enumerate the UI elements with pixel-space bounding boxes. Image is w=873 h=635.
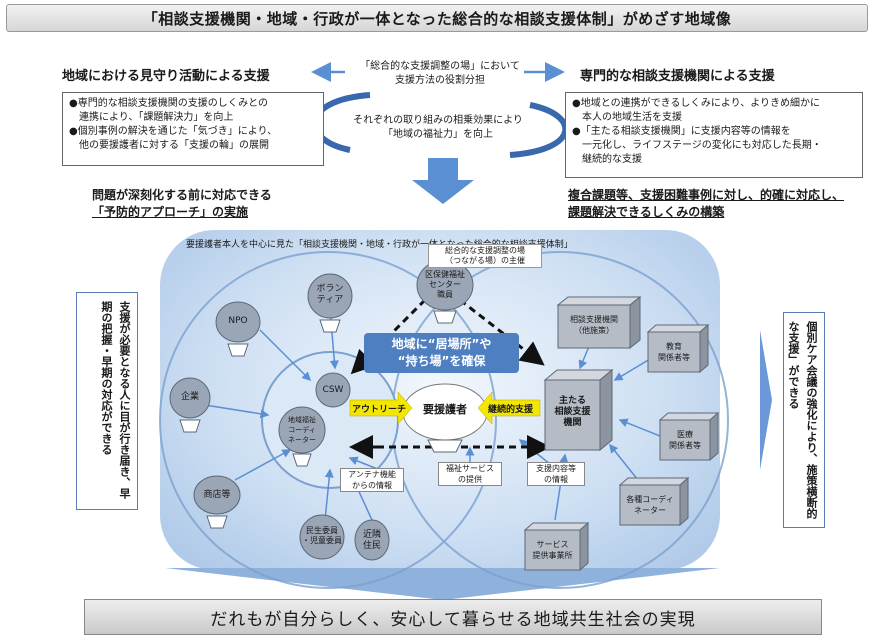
person-icon-coordinator: [278, 406, 326, 454]
node-neighbor: 近隣住民: [362, 530, 381, 551]
right-side-note: 個別ケア会議の強化により、施策横断的な支援」ができる: [783, 312, 825, 528]
service-provider-box: [524, 529, 581, 571]
down-arrow: [412, 158, 474, 204]
node-csw: CSW: [322, 385, 344, 395]
person-icon-csw: [315, 372, 351, 408]
medical-box: [659, 419, 711, 461]
left-side-note: 支援が必要となる人に目が行き届き、早期の把握・早期の対応ができる: [76, 292, 138, 510]
footer-banner: だれもが自分らしく、安心して暮らせる地域共生社会の実現: [84, 599, 822, 635]
node-antenna: アンテナ機能からの情報: [340, 468, 404, 492]
page-title: 「相談支援機関・地域・行政が一体となった総合的な相談支援体制」がめざす地域像: [6, 4, 868, 32]
person-icon-neighbor: [354, 519, 390, 561]
node-service-provider: サービス提供事業所: [532, 540, 573, 560]
right-header: 専門的な相談支援機関による支援: [580, 69, 775, 84]
node-health-center: 区保健福祉センター職員: [425, 270, 465, 299]
node-medical: 医療関係者等: [669, 430, 701, 450]
outreach-arrow: [349, 391, 413, 425]
node-education: 教育関係者等: [658, 342, 690, 362]
continuous-label: 継続的支援: [488, 405, 534, 415]
coordination-label: 総合的な支援調整の場 （つながる場）の主催: [428, 244, 542, 268]
node-company: 企業: [180, 392, 199, 402]
main-agency-box: [544, 379, 601, 451]
center-ellipse-text: それぞれの取り組みの相乗効果により 「地域の福祉力」を向上: [353, 115, 523, 140]
person-icon-volunteer: [307, 273, 353, 319]
node-minsei: 民生委員・児童委員: [302, 526, 342, 545]
right-summary: 複合課題等、支援困難事例に対し、的確に対応し、 課題解決できるしくみの構築: [568, 188, 845, 219]
left-description-box: ●専門的な相談支援機関の支援のしくみとの 連携により、「課題解決力」を向上 ●個…: [62, 92, 324, 166]
bottom-chevron: [165, 568, 720, 600]
node-coordinator: 地域福祉コーディネーター: [288, 416, 316, 444]
node-support-info: 支援内容等の情報: [527, 462, 585, 486]
node-shop: 商店等: [203, 490, 231, 500]
cycle-arrow-right: [509, 102, 569, 158]
left-header: 地域における見守り活動による支援: [62, 69, 270, 84]
education-box: [647, 331, 701, 373]
center-top-note: 「総合的な支援調整の場」において 支援方法の役割分担: [360, 61, 520, 86]
consult-agency-box: [557, 304, 631, 349]
left-network-circle: [159, 251, 497, 589]
outreach-label: アウトリーチ: [352, 405, 407, 415]
node-main-agency: 主たる相談支援機関: [554, 396, 591, 428]
node-consult-agency: 相談支援機関（他施策）: [570, 315, 618, 335]
inner-title: 要援護者本人を中心に見た「相談支援機関・地域・行政が一体となった総合的な相談支援…: [186, 240, 573, 250]
node-various-coord: 各種コーディネーター: [626, 495, 674, 515]
right-description-box: ●地域との連携ができるしくみにより、よりきめ細かに 本人の地域生活を支援 ●「主…: [565, 92, 863, 178]
right-side-arrow: [760, 330, 772, 470]
person-icon-shop: [193, 475, 241, 515]
left-summary: 問題が深刻化する前に対応できる 「予防的アプローチ」の実施: [92, 188, 272, 219]
person-icon-minsei: [299, 514, 345, 560]
node-welfare-service: 福祉サービスの提供: [438, 462, 502, 486]
dashed-arrow-hc-main: [459, 298, 545, 366]
place-banner: 地域に“居場所”や “持ち場”を確保: [364, 333, 519, 373]
various-coord-box: [619, 484, 681, 526]
continuous-arrow: [477, 391, 541, 425]
node-npo: NPO: [228, 316, 248, 326]
client-label: 要援護者: [423, 403, 467, 416]
node-volunteer: ボランティア: [316, 284, 344, 305]
person-icon-company: [169, 377, 211, 419]
person-icon-npo: [215, 301, 261, 343]
